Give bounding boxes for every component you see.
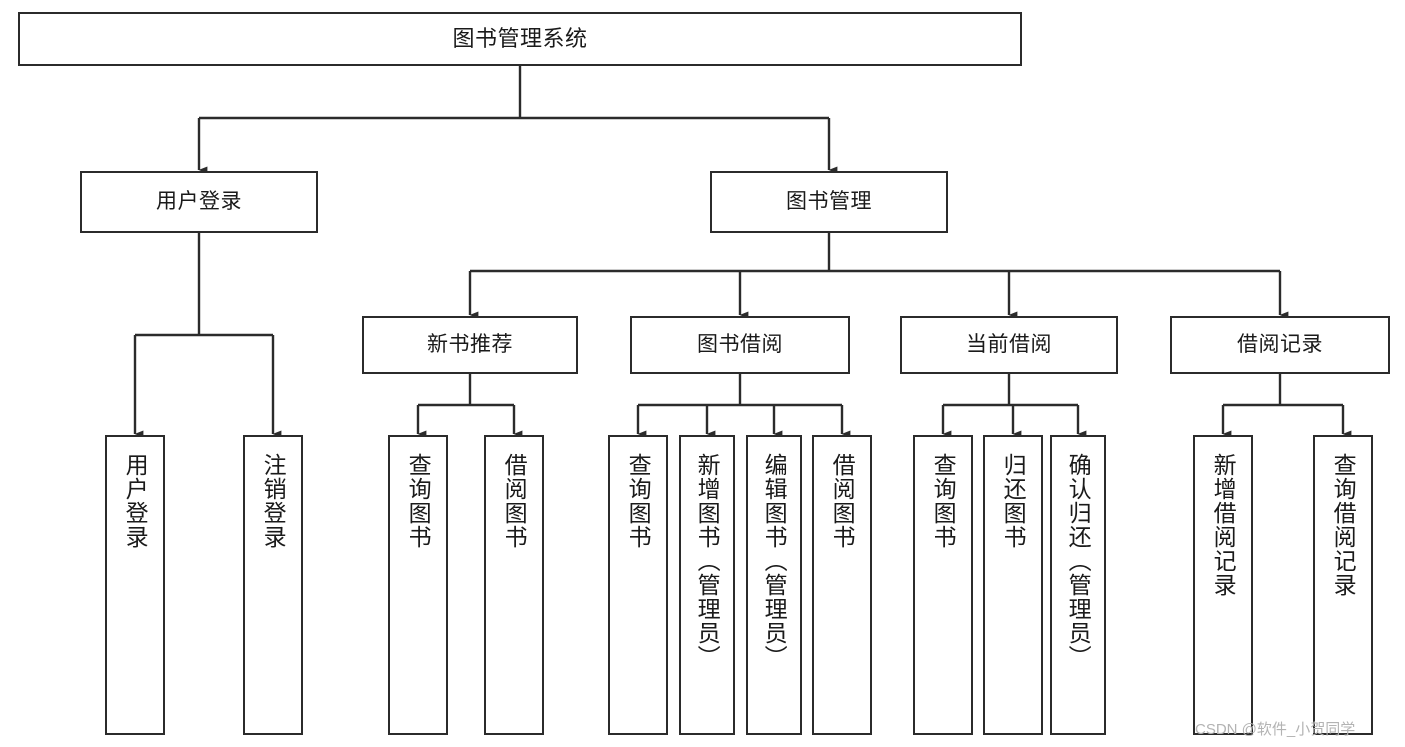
node-label: 新增借阅记录	[1210, 453, 1237, 597]
node-label: 图书管理系统	[452, 26, 588, 52]
node-book-manage[interactable]: 图书管理	[710, 171, 948, 233]
node-label: 用户登录	[122, 453, 149, 549]
node-label: 用户登录	[156, 189, 242, 213]
node-label: 查询图书	[625, 453, 652, 549]
node-leaf-cl-return[interactable]: 归还图书	[983, 435, 1043, 735]
edges-group	[133, 66, 1352, 438]
node-label: 新书推荐	[427, 332, 513, 356]
node-book-borrow[interactable]: 图书借阅	[630, 316, 850, 374]
node-label: 借阅记录	[1237, 332, 1323, 356]
node-label: 查询图书	[405, 453, 432, 549]
node-label: 图书管理	[786, 189, 872, 213]
node-leaf-logout[interactable]: 注销登录	[243, 435, 303, 735]
node-leaf-bb-edit[interactable]: 编辑图书（管理员）	[746, 435, 802, 735]
node-leaf-bb-add[interactable]: 新增图书（管理员）	[679, 435, 735, 735]
node-label: 图书借阅	[697, 332, 783, 356]
node-label: 编辑图书（管理员）	[761, 453, 788, 669]
node-user-login[interactable]: 用户登录	[80, 171, 318, 233]
node-leaf-lr-query[interactable]: 查询借阅记录	[1313, 435, 1373, 735]
node-leaf-bb-query[interactable]: 查询图书	[608, 435, 668, 735]
node-label: 确认归还（管理员）	[1065, 453, 1092, 669]
node-leaf-cl-query[interactable]: 查询图书	[913, 435, 973, 735]
node-root[interactable]: 图书管理系统	[18, 12, 1022, 66]
node-current-loan[interactable]: 当前借阅	[900, 316, 1118, 374]
node-leaf-cl-confirm[interactable]: 确认归还（管理员）	[1050, 435, 1106, 735]
node-loan-record[interactable]: 借阅记录	[1170, 316, 1390, 374]
node-leaf-rec-query[interactable]: 查询图书	[388, 435, 448, 735]
node-new-book-rec[interactable]: 新书推荐	[362, 316, 578, 374]
node-label: 当前借阅	[966, 332, 1052, 356]
node-label: 借阅图书	[829, 453, 856, 549]
node-label: 借阅图书	[501, 453, 528, 549]
node-leaf-lr-add[interactable]: 新增借阅记录	[1193, 435, 1253, 735]
node-leaf-bb-borrow[interactable]: 借阅图书	[812, 435, 872, 735]
node-label: 查询图书	[930, 453, 957, 549]
node-leaf-login[interactable]: 用户登录	[105, 435, 165, 735]
node-label: 新增图书（管理员）	[694, 453, 721, 669]
node-label: 归还图书	[1000, 453, 1027, 549]
node-leaf-rec-borrow[interactable]: 借阅图书	[484, 435, 544, 735]
node-label: 注销登录	[260, 453, 287, 549]
node-label: 查询借阅记录	[1330, 453, 1357, 597]
